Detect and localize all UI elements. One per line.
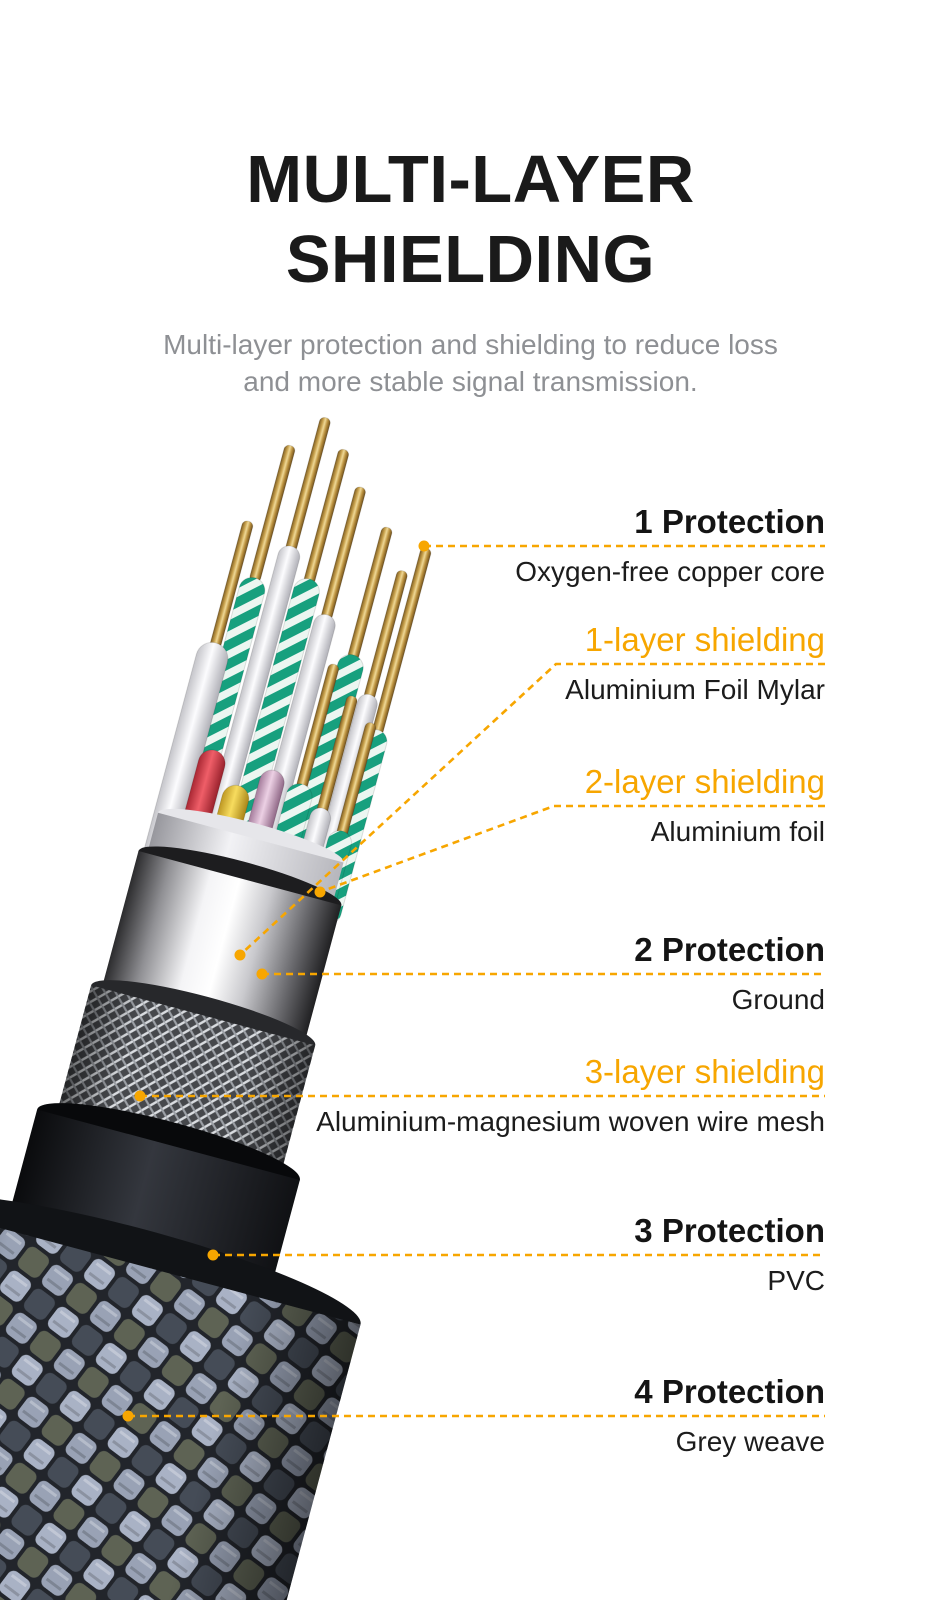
callout-heading: 2-layer shielding: [584, 763, 825, 800]
callout-detail: Aluminium Foil Mylar: [565, 674, 825, 705]
callout-heading: 4 Protection: [634, 1373, 825, 1410]
anchor-dot-mesh: [134, 1090, 146, 1102]
page-title-line1: MULTI-LAYER: [246, 142, 695, 217]
callout-protection-3: 3 Protection PVC: [634, 1211, 825, 1297]
callout-detail: Ground: [731, 984, 825, 1015]
callout-heading: 3-layer shielding: [584, 1053, 825, 1090]
callout-shielding-2: 2-layer shielding Aluminium foil: [585, 762, 825, 848]
leader-shielding-1: [239, 662, 825, 956]
grey-weave-layer: [0, 1195, 361, 1600]
callout-protection-1: 1 Protection Oxygen-free copper core: [515, 502, 825, 588]
anchor-dot-aluminium-foil: [314, 886, 326, 898]
callout-detail: Oxygen-free copper core: [515, 556, 825, 587]
anchor-dot-pvc: [207, 1249, 219, 1261]
anchor-dot-copper-core: [418, 540, 430, 552]
callout-protection-2: 2 Protection Ground: [634, 930, 825, 1016]
callout-detail: Aluminium-magnesium woven wire mesh: [316, 1106, 825, 1137]
page-title-line2: SHIELDING: [285, 222, 656, 297]
callout-protection-4: 4 Protection Grey weave: [634, 1372, 825, 1458]
anchor-dot-ground: [256, 968, 268, 980]
callout-shielding-3: 3-layer shielding Aluminium-magnesium wo…: [316, 1052, 825, 1138]
anchor-dot-weave: [122, 1410, 134, 1422]
page-subtitle-line2: and more stable signal transmission.: [243, 366, 698, 397]
callout-detail: Aluminium foil: [650, 816, 825, 847]
page-subtitle-line1: Multi-layer protection and shielding to …: [163, 329, 778, 360]
callout-leader-lines: [128, 544, 825, 1418]
leader-shielding-2: [319, 804, 825, 894]
callout-heading: 1-layer shielding: [584, 621, 825, 658]
callout-shielding-1: 1-layer shielding Aluminium Foil Mylar: [565, 620, 825, 706]
page-subtitle: Multi-layer protection and shielding to …: [0, 326, 941, 400]
callout-detail: Grey weave: [675, 1426, 825, 1457]
callout-heading: 2 Protection: [634, 931, 825, 968]
cable-body: [0, 416, 432, 1600]
callout-heading: 3 Protection: [634, 1212, 825, 1249]
anchor-dot-mylar: [234, 949, 246, 961]
callout-heading: 1 Protection: [634, 503, 825, 540]
callout-anchor-dots: [122, 540, 430, 1422]
callout-detail: PVC: [767, 1265, 825, 1296]
